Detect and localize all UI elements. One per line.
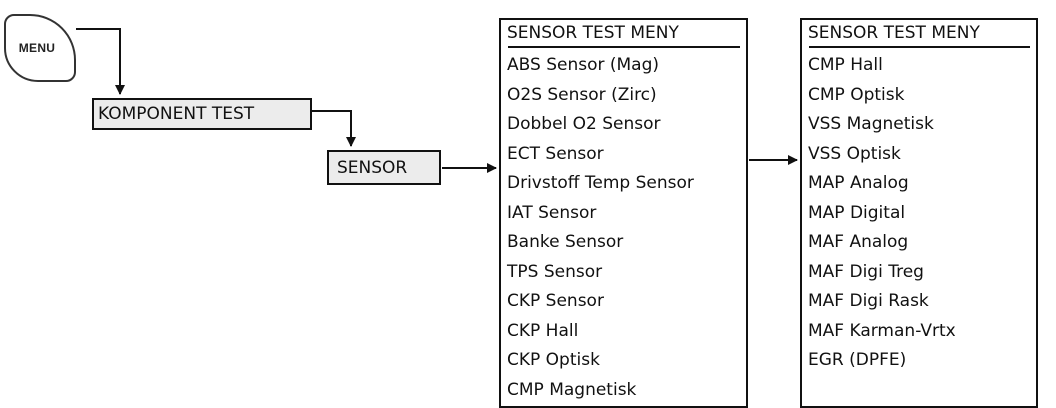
menu-item-dobbel-o2-sensor[interactable]: Dobbel O2 Sensor [507,114,661,134]
sensor-box[interactable]: SENSOR [327,150,441,185]
menu-item-banke-sensor[interactable]: Banke Sensor [507,232,624,252]
connector-layer [76,28,798,173]
menu-item-maf-analog[interactable]: MAF Analog [808,232,909,252]
menu-item-ect-sensor[interactable]: ECT Sensor [507,143,604,164]
menu-to-komponent-arrow [76,28,125,95]
menu-item-maf-digi-rask[interactable]: MAF Digi Rask [808,291,929,311]
menu-item-vss-optisk[interactable]: VSS Optisk [808,143,901,164]
menu-item-iat-sensor[interactable]: IAT Sensor [507,202,597,223]
menu-list: CMP Hall CMP Optisk VSS Magnetisk VSS Op… [802,51,1036,376]
menu-item-vss-magnetisk[interactable]: VSS Magnetisk [808,114,934,134]
menu-item-egr-dpfe[interactable]: EGR (DPFE) [808,350,907,370]
menu-list: ABS Sensor (Mag) O2S Sensor (Zirc) Dobbe… [501,51,746,405]
title-underline [809,46,1030,48]
panel-title: SENSOR TEST MENY [808,23,980,43]
menu-item-map-digital[interactable]: MAP Digital [808,202,906,223]
menu-item-maf-digi-treg[interactable]: MAF Digi Treg [808,261,924,282]
sensor-test-menu-panel-2: SENSOR TEST MENY CMP Hall CMP Optisk VSS… [800,18,1038,408]
sensor-test-menu-panel-1: SENSOR TEST MENY ABS Sensor (Mag) O2S Se… [499,18,748,408]
menu-item-drivstoff-temp-sensor[interactable]: Drivstoff Temp Sensor [507,173,694,193]
menu-item-cmp-hall[interactable]: CMP Hall [808,55,883,75]
menu-item-map-analog[interactable]: MAP Analog [808,173,909,193]
title-underline [508,46,740,48]
panel-title: SENSOR TEST MENY [507,23,679,43]
menu-item-ckp-sensor[interactable]: CKP Sensor [507,291,604,311]
menu-item-maf-karman-vrtx[interactable]: MAF Karman-Vrtx [808,320,956,341]
menu-item-cmp-optisk[interactable]: CMP Optisk [808,84,905,105]
menu-flow-diagram: MENU KOMPONENT TEST SENSOR SENSOR TEST M… [4,14,1038,408]
menu-item-cmp-magnetisk[interactable]: CMP Magnetisk [507,379,637,400]
menu-item-o2s-sensor-zirc[interactable]: O2S Sensor (Zirc) [507,84,657,105]
menu-item-ckp-optisk[interactable]: CKP Optisk [507,350,600,370]
komponent-to-sensor-arrow [312,110,356,147]
komponent-test-box[interactable]: KOMPONENT TEST [92,98,312,130]
menu-item-ckp-hall[interactable]: CKP Hall [507,320,579,341]
menu-item-tps-sensor[interactable]: TPS Sensor [507,261,603,282]
menu-item-abs-sensor-mag[interactable]: ABS Sensor (Mag) [507,55,660,75]
